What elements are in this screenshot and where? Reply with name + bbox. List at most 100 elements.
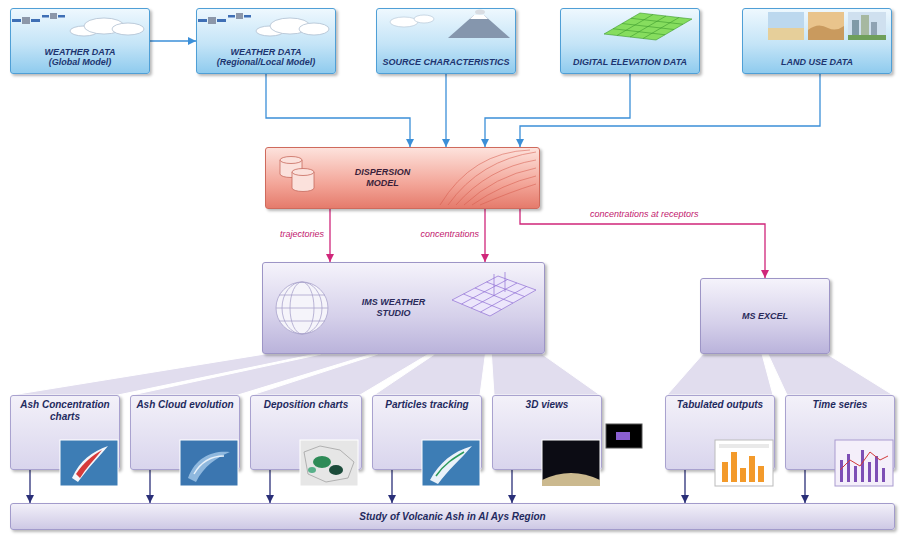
flow-arrow	[484, 209, 485, 262]
flow-arrow	[150, 40, 196, 41]
cloud-icon	[256, 18, 329, 36]
output-title: Tabulated outputs	[677, 399, 763, 411]
flow-arrow	[445, 74, 446, 147]
flow-arrow	[391, 470, 392, 503]
study-title: Study of Volcanic Ash in Al Ays Region	[359, 511, 545, 523]
terrain-mesh-icon	[613, 29, 665, 35]
flow-arrow	[511, 470, 512, 503]
plume-contours	[440, 150, 536, 205]
cloud-icon	[70, 26, 98, 36]
model-box: DISPERSION MODEL	[265, 147, 540, 209]
database-icon	[280, 157, 302, 164]
volcano-icon	[390, 10, 510, 39]
land-use-photos	[848, 12, 886, 40]
deposition-map-thumbnail	[300, 440, 358, 486]
globe-icon	[282, 282, 322, 334]
globe-icon	[279, 321, 325, 322]
satellite-icon	[236, 13, 243, 19]
three-d-view-thumbnail	[616, 432, 630, 440]
globe-icon	[276, 282, 328, 334]
volcano-icon	[390, 17, 418, 27]
globe-icon	[276, 308, 328, 309]
three-d-view-thumbnail	[542, 440, 600, 486]
table-thumbnail	[740, 468, 746, 482]
time-series-thumbnail	[835, 440, 893, 486]
surface-mesh	[487, 282, 525, 297]
plume-contours	[448, 152, 536, 205]
input-title: WEATHER DATA (Regional/Local Model)	[202, 47, 330, 68]
surface-mesh	[452, 272, 536, 316]
land-use-photos	[808, 25, 844, 40]
satellite-icon	[31, 19, 40, 22]
flow-arrow	[520, 209, 765, 278]
software-title: MS EXCEL	[742, 311, 788, 322]
table-thumbnail	[715, 440, 773, 486]
concentration-map-thumbnail	[76, 450, 102, 478]
surface-mesh	[505, 272, 506, 292]
software-box: MS EXCEL	[700, 278, 830, 354]
input-data-box: WEATHER DATA (Global Model)	[10, 8, 150, 74]
flow-arrow	[269, 470, 270, 503]
land-use-photos	[768, 12, 886, 40]
satellite-icon	[217, 19, 226, 22]
volcano-icon	[470, 15, 488, 19]
globe-icon	[276, 282, 328, 334]
satellite-icon	[50, 13, 57, 19]
deposition-map-thumbnail	[329, 465, 343, 475]
satellite-icon	[198, 13, 251, 24]
terrain-mesh-icon	[630, 16, 666, 37]
satellite-icon	[244, 15, 251, 18]
concentration-map-thumbnail	[60, 440, 118, 486]
satellite-icon	[208, 17, 216, 24]
surface-mesh	[452, 276, 536, 316]
input-data-box: WEATHER DATA (Regional/Local Model)	[196, 8, 336, 74]
flow-arrow	[29, 470, 30, 503]
output-title: Particles tracking	[385, 399, 468, 411]
database-icon	[292, 172, 314, 192]
table-thumbnail	[731, 452, 737, 482]
satellite-icon	[12, 13, 65, 24]
land-use-photos	[848, 35, 886, 40]
study-band: Study of Volcanic Ash in Al Ays Region	[10, 503, 895, 530]
satellite-icon	[58, 15, 65, 18]
plume-contours	[456, 160, 536, 205]
deposition-map-thumbnail	[300, 440, 358, 486]
concentration-map-thumbnail	[60, 440, 118, 486]
particle-tracking-thumbnail	[422, 440, 480, 486]
software-title: IMS WEATHER STUDIO	[354, 297, 434, 318]
deposition-map-thumbnail	[313, 456, 331, 468]
input-title: WEATHER DATA (Global Model)	[35, 47, 125, 68]
output-box: Ash Cloud evolution	[130, 395, 240, 470]
output-title: Time series	[813, 399, 868, 411]
output-fan	[491, 354, 600, 395]
time-series-thumbnail	[868, 462, 871, 482]
output-fan	[252, 354, 429, 395]
terrain-mesh-icon	[617, 15, 653, 36]
flow-arrow	[804, 470, 805, 503]
input-title: DIGITAL ELEVATION DATA	[573, 57, 687, 68]
deposition-map-thumbnail	[304, 446, 354, 482]
table-thumbnail	[715, 440, 773, 486]
input-data-box: DIGITAL ELEVATION DATA	[560, 8, 700, 74]
cloud-icon	[256, 26, 284, 36]
land-use-photos	[768, 12, 804, 40]
output-fan	[667, 354, 773, 395]
surface-mesh	[462, 280, 508, 305]
concentration-map-thumbnail	[72, 446, 108, 482]
plume-contours	[440, 150, 530, 205]
volcano-icon	[475, 10, 485, 15]
output-title: Ash Concentration charts	[15, 399, 115, 423]
output-fan	[12, 354, 316, 395]
cloud-icon	[270, 18, 310, 34]
terrain-mesh-icon	[604, 13, 692, 40]
table-thumbnail	[749, 456, 755, 482]
flow-arrow	[266, 74, 410, 147]
satellite-icon	[228, 15, 235, 18]
output-box: 3D views	[492, 395, 602, 470]
cloud-evolution-thumbnail	[180, 440, 238, 486]
cloud-evolution-thumbnail	[180, 440, 238, 486]
model-title: DISPERSION MODEL	[343, 167, 423, 188]
terrain-mesh-icon	[643, 18, 679, 39]
database-icon	[280, 160, 302, 178]
time-series-thumbnail	[847, 454, 850, 482]
